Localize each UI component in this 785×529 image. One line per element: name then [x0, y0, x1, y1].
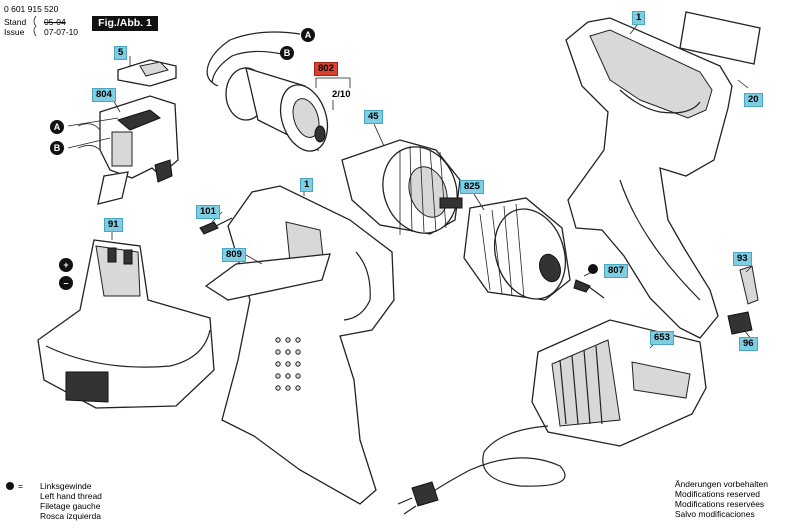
battery-plus-terminal: +	[59, 258, 73, 272]
battery-minus-terminal: –	[59, 276, 73, 290]
motor-drawing	[206, 31, 351, 152]
part-label-807[interactable]: 807	[604, 264, 628, 278]
connector-a-switch: A	[50, 120, 64, 134]
part-label-96[interactable]: 96	[739, 337, 758, 351]
connector-b-switch: B	[50, 141, 64, 155]
part-label-45[interactable]: 45	[364, 110, 383, 124]
part-number: 0 601 915 520	[4, 4, 59, 14]
part-label-809[interactable]: 809	[222, 248, 246, 262]
part-label-804[interactable]: 804	[92, 88, 116, 102]
legend-right-line: Änderungen vorbehalten	[674, 479, 768, 489]
switch-trigger-shape	[97, 171, 129, 205]
connector-b-motor: B	[280, 46, 294, 60]
stand-label: Stand	[4, 17, 27, 27]
part-label-825[interactable]: 825	[460, 180, 484, 194]
legend-right-line: Salvo modificaciones	[674, 509, 755, 519]
legend-left-line: Linksgewinde	[40, 481, 92, 491]
part-label-1-lower[interactable]: 1	[300, 178, 314, 192]
part-label-101[interactable]: 101	[196, 205, 220, 219]
label-809-shape	[204, 253, 331, 301]
issue-value: 07-07-10	[44, 27, 79, 37]
part-label-5[interactable]: 5	[114, 46, 128, 60]
charger-drawing	[397, 319, 707, 515]
stand-bracket	[33, 15, 37, 37]
battery-drawing	[37, 239, 215, 409]
legend-bullet-icon	[6, 482, 14, 490]
legend-equals: =	[18, 481, 23, 491]
legend-left-line: Filetage gauche	[40, 501, 101, 511]
housing-left-drawing	[199, 185, 395, 505]
part-label-1-upper[interactable]: 1	[632, 11, 646, 25]
stand-value: 05-04	[44, 17, 66, 27]
nameplate-shape	[679, 11, 761, 65]
chuck-drawing	[463, 197, 605, 301]
housing-right-drawing	[565, 11, 761, 339]
connector-a-motor: A	[301, 28, 315, 42]
legend-left-hand-thread: = Linksgewinde Left hand thread Filetage…	[4, 481, 102, 521]
left-hand-thread-marker	[588, 264, 598, 274]
part-label-20[interactable]: 20	[744, 93, 763, 107]
part-label-802[interactable]: 802	[314, 62, 338, 76]
part-label-93[interactable]: 93	[733, 252, 752, 266]
bits-drawing	[727, 265, 759, 335]
part-label-91[interactable]: 91	[104, 218, 123, 232]
part-label-653[interactable]: 653	[650, 331, 674, 345]
legend-left-line: Left hand thread	[40, 491, 102, 501]
switch-assembly-drawing	[67, 59, 179, 205]
gearbox-drawing	[341, 139, 463, 235]
figure-title: Fig./Abb. 1	[92, 16, 158, 31]
legend-left-line: Rosca izquierda	[40, 511, 101, 521]
legend-right-line: Modifications reserved	[674, 489, 760, 499]
legend-modifications: Änderungen vorbehalten Modifications res…	[675, 479, 768, 519]
part-label-2-10: 2/10	[332, 89, 351, 100]
issue-label: Issue	[4, 27, 25, 37]
legend-right-line: Modifications reservées	[674, 499, 765, 509]
